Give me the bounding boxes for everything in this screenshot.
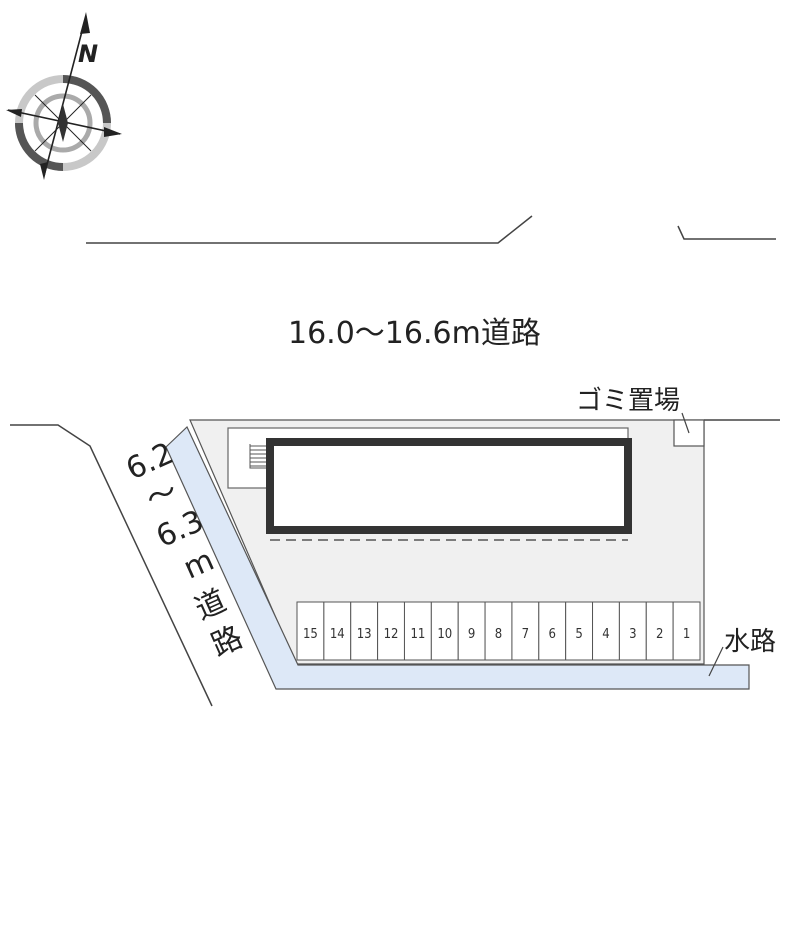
parking-slot-number: 4 [602, 627, 609, 642]
parking-slot-number: 11 [410, 627, 425, 642]
west-road-label-line: 道 [190, 583, 232, 627]
parking-slot [296, 601, 325, 661]
parking-slot [645, 601, 674, 661]
waterway-leader-line [708, 646, 724, 677]
parking-slot-number: 1 [683, 627, 690, 642]
waterway [165, 425, 750, 690]
waterway-label: 水路 [724, 627, 776, 657]
west-road-edge [10, 424, 213, 707]
parking-slot-number: 6 [549, 627, 556, 642]
parking-slot-number: 7 [522, 627, 529, 642]
parking-slot-number: 2 [656, 627, 663, 642]
parking-slot-number: 12 [384, 627, 399, 642]
building [227, 427, 632, 541]
parking-slot-number: 3 [629, 627, 636, 642]
parking-slot [618, 601, 647, 661]
parking-slot-number: 13 [357, 627, 372, 642]
compass-north-label: N [78, 40, 98, 68]
parking-area: 15 14 13 12 11 10 9 8 7 6 5 4 3 2 1 [296, 601, 701, 661]
parking-slot [672, 601, 701, 661]
parking-slot [403, 601, 432, 661]
parking-slot [538, 601, 567, 661]
parking-slot [323, 601, 352, 661]
parking-slot [430, 601, 459, 661]
building-outline [266, 438, 632, 534]
stairs-icon [249, 444, 266, 469]
west-road-label-line: 路 [206, 620, 248, 664]
parking-slot-number: 10 [437, 627, 452, 642]
parking-slot-number: 15 [303, 627, 318, 642]
compass-icon [6, 12, 122, 180]
garbage-area [673, 412, 705, 447]
north-road-label: 16.0～16.6m道路 [288, 316, 541, 351]
north-road-edge [86, 215, 776, 244]
garbage-label: ゴミ置場 [576, 386, 680, 416]
parking-slot-number: 8 [495, 627, 502, 642]
parking-slot-number: 9 [468, 627, 475, 642]
compass-rose: N [6, 12, 122, 180]
parking-slot [565, 601, 594, 661]
parking-slot [592, 601, 620, 661]
parking-slot-number: 5 [575, 627, 582, 642]
parking-slot [484, 601, 513, 661]
parking-slot [377, 601, 405, 661]
parking-slot-number: 14 [330, 627, 345, 642]
